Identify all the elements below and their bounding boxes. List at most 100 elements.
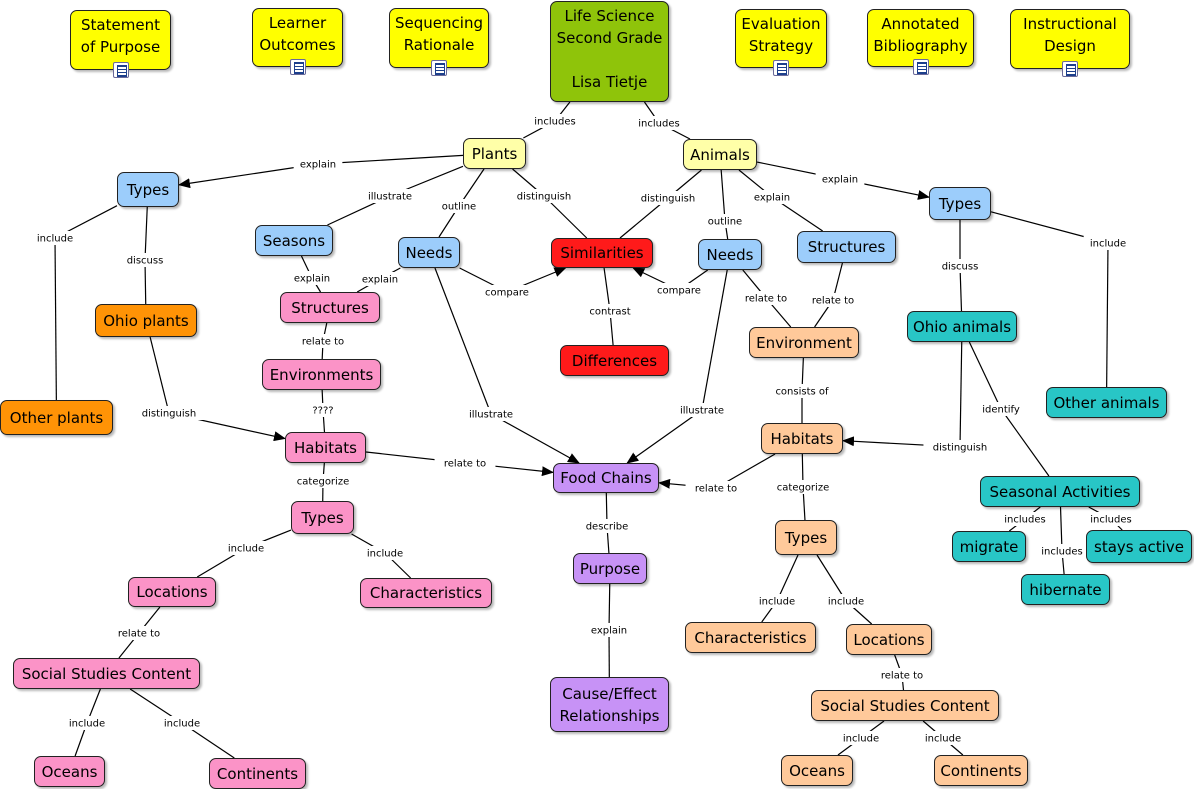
node-pstruct[interactable]: Structures (280, 292, 380, 323)
node-annbib[interactable]: Annotated Bibliography (867, 9, 974, 75)
link-label-bg (30, 231, 80, 245)
link-label-bg (457, 407, 525, 421)
document-icon[interactable] (1062, 61, 1078, 77)
node-penv[interactable]: Environments (262, 359, 381, 390)
link-atypes2-achar-1 (776, 554, 799, 602)
node-label: Types (938, 194, 982, 213)
node-label: Environment (756, 333, 852, 352)
node-poceans[interactable]: Oceans (34, 756, 105, 787)
link-label-bg (132, 406, 206, 420)
node-causeeffect[interactable]: Cause/Effect Relationships (550, 677, 669, 732)
node-diff[interactable]: Differences (560, 345, 669, 376)
node-aenv[interactable]: Environment (749, 327, 859, 358)
document-icon[interactable] (112, 62, 129, 78)
link-aneeds-foodchains-1 (701, 269, 728, 411)
node-atypes[interactable]: Types (929, 187, 991, 220)
link-label: discuss (127, 256, 164, 267)
link-label-bg (836, 731, 886, 745)
link-similar-diff-1 (603, 267, 611, 312)
node-phab[interactable]: Habitats (285, 432, 366, 463)
node-staysactive[interactable]: stays active (1086, 530, 1192, 563)
node-foodchains[interactable]: Food Chains (553, 463, 659, 493)
link-label-bg (434, 199, 484, 213)
link-label-bg (935, 259, 985, 273)
node-atypes2[interactable]: Types (775, 520, 837, 555)
node-label: Needs (706, 245, 754, 264)
link-label: explain (362, 275, 398, 286)
link-label-bg (307, 403, 339, 417)
link-label: explain (300, 160, 336, 171)
link-label-bg (871, 668, 933, 682)
link-label: compare (485, 288, 529, 299)
link-label: relate to (695, 484, 737, 495)
node-ohioplants[interactable]: Ohio plants (95, 304, 197, 337)
link-label: describe (586, 522, 629, 533)
node-label: Structures (807, 238, 886, 256)
node-ptypes[interactable]: Types (117, 172, 179, 207)
node-animals[interactable]: Animals (683, 139, 757, 170)
link-label: relate to (881, 671, 923, 682)
link-atypes-ohioanimals-2 (959, 265, 963, 312)
link-aneeds-foodchains-2 (626, 409, 703, 464)
link-label-bg (221, 541, 271, 555)
link-label-bg (289, 474, 357, 488)
node-othanimals[interactable]: Other animals (1046, 387, 1167, 418)
node-label: stays active (1094, 537, 1184, 556)
node-psocial[interactable]: Social Studies Content (13, 658, 200, 689)
node-acontinents[interactable]: Continents (934, 755, 1028, 786)
node-hibernate[interactable]: hibernate (1021, 574, 1110, 605)
link-label: consists of (775, 387, 829, 398)
link-label: include (228, 544, 264, 555)
node-label: Other plants (9, 408, 104, 427)
link-label-bg (747, 190, 797, 204)
node-learner[interactable]: Learner Outcomes (252, 8, 343, 75)
link-label-bg (765, 384, 839, 398)
node-astruct[interactable]: Structures (797, 231, 896, 263)
document-icon[interactable] (912, 59, 929, 75)
node-pchar[interactable]: Characteristics (360, 578, 492, 608)
node-pcontinents[interactable]: Continents (209, 758, 306, 789)
node-alocations[interactable]: Locations (846, 624, 932, 655)
link-label: include (367, 549, 403, 560)
document-icon[interactable] (431, 60, 447, 76)
node-seasons[interactable]: Seasons (255, 225, 333, 256)
node-evalstrat[interactable]: Evaluation Strategy (735, 9, 827, 76)
link-label-bg (108, 626, 170, 640)
link-label-bg (918, 731, 968, 745)
link-label-bg (821, 594, 871, 608)
node-aoceans[interactable]: Oceans (781, 755, 853, 786)
node-label: Locations (136, 583, 208, 601)
node-label: migrate (959, 537, 1019, 556)
node-ptypes2[interactable]: Types (291, 501, 354, 534)
link-ohioplants-phab-1 (149, 336, 170, 414)
link-label: include (69, 719, 105, 730)
link-atypes-othanimals-2 (1106, 242, 1109, 388)
node-plants[interactable]: Plants (463, 138, 526, 169)
node-similar[interactable]: Similarities (551, 238, 653, 268)
link-label-bg (157, 716, 207, 730)
link-label: distinguish (933, 443, 987, 454)
node-purpose[interactable]: Purpose (573, 553, 647, 584)
node-stmt[interactable]: Statement of Purpose (70, 10, 171, 78)
node-asocial[interactable]: Social Studies Content (811, 690, 999, 721)
node-migrate[interactable]: migrate (952, 531, 1026, 562)
link-label-bg (654, 283, 704, 297)
document-icon[interactable] (773, 60, 789, 76)
node-label: Locations (853, 630, 925, 649)
node-ahab[interactable]: Habitats (761, 423, 843, 454)
node-label: Plants (471, 144, 518, 163)
node-othplants[interactable]: Other plants (0, 400, 113, 435)
node-root[interactable]: Life Science Second Grade Lisa Tietje (550, 1, 669, 102)
node-achar[interactable]: Characteristics (685, 622, 816, 653)
link-label: includes (534, 117, 575, 128)
node-plocations[interactable]: Locations (128, 577, 216, 607)
node-seasonal[interactable]: Seasonal Activities (980, 476, 1140, 507)
node-seqrat[interactable]: Sequencing Rationale (389, 8, 489, 76)
node-aneeds[interactable]: Needs (698, 239, 762, 270)
link-label: relate to (118, 629, 160, 640)
node-pneeds[interactable]: Needs (398, 237, 460, 268)
node-instdes[interactable]: Instructional Design (1010, 9, 1130, 77)
link-label: categorize (777, 483, 829, 494)
document-icon[interactable] (289, 59, 306, 75)
node-ohioanimals[interactable]: Ohio animals (907, 311, 1017, 342)
